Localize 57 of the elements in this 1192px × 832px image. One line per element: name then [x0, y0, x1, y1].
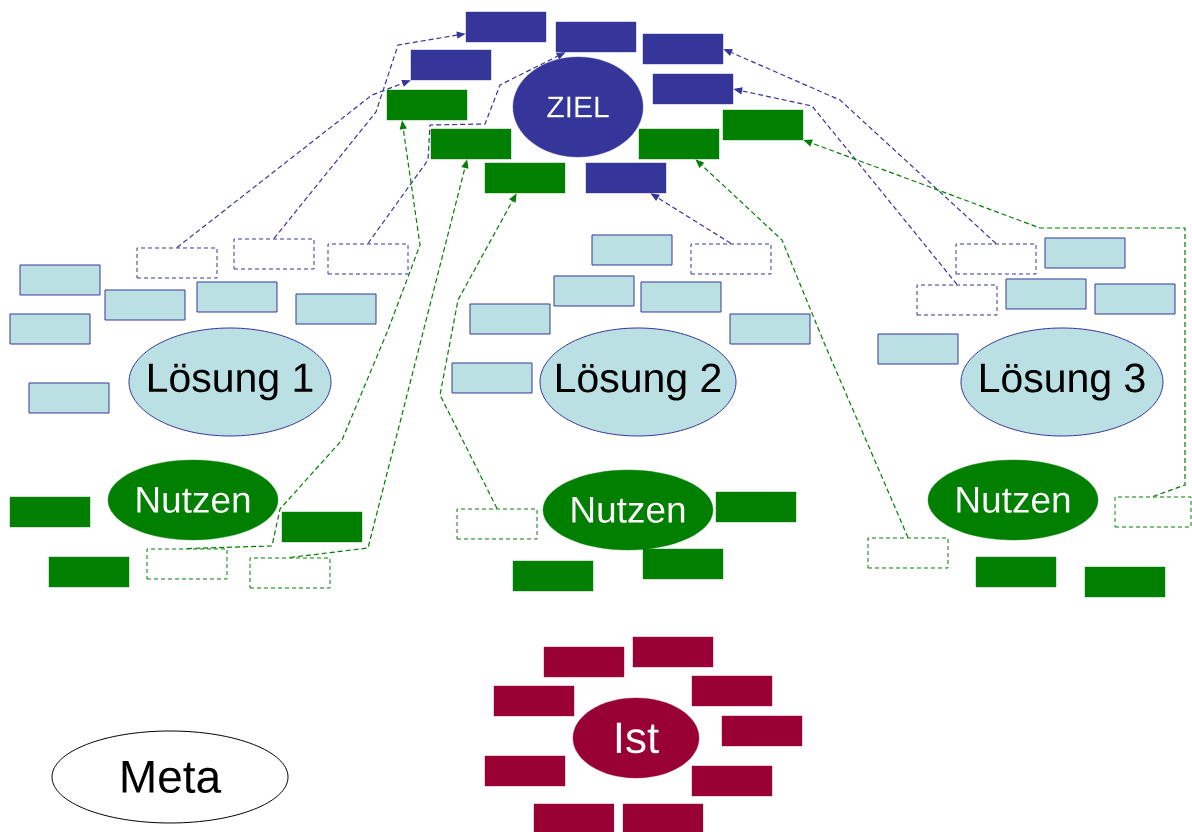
outlined-box — [1005, 278, 1087, 310]
filled-box — [555, 21, 637, 53]
dashed-box — [955, 243, 1037, 275]
outlined-box — [451, 362, 533, 394]
filled-box — [652, 73, 734, 105]
dashed-box — [690, 243, 772, 275]
filled-box — [975, 556, 1057, 588]
dashed-box — [249, 557, 331, 589]
outlined-box — [104, 289, 186, 321]
dashed-box — [456, 508, 538, 540]
outlined-box — [19, 264, 101, 296]
filled-box — [386, 89, 468, 121]
filled-box — [465, 11, 547, 43]
filled-box — [48, 556, 130, 588]
dashed-box — [1114, 496, 1192, 528]
arrow — [695, 159, 909, 539]
filled-box — [715, 491, 797, 523]
filled-box — [484, 755, 566, 787]
outlined-box — [469, 303, 551, 335]
outlined-box — [196, 281, 278, 313]
filled-box — [543, 646, 625, 678]
outlined-box — [1044, 237, 1126, 269]
filled-box — [493, 685, 575, 717]
filled-box — [642, 548, 724, 580]
outlined-box — [9, 313, 91, 345]
filled-box — [642, 33, 724, 65]
dashed-box — [146, 548, 228, 580]
filled-box — [622, 803, 704, 832]
filled-box — [1084, 566, 1166, 598]
filled-box — [691, 765, 773, 797]
filled-box — [410, 49, 492, 81]
filled-box — [430, 128, 512, 160]
filled-box — [722, 109, 804, 141]
filled-box — [512, 560, 594, 592]
dashed-box — [233, 238, 315, 270]
filled-box — [638, 128, 720, 160]
outlined-box — [729, 313, 811, 345]
outlined-box — [295, 293, 377, 325]
filled-box — [585, 162, 667, 194]
filled-box — [632, 636, 714, 668]
arrow — [176, 79, 411, 249]
outlined-box — [591, 234, 673, 266]
outlined-box — [28, 382, 110, 414]
filled-box — [281, 511, 363, 543]
outlined-box — [553, 275, 635, 307]
dashed-box — [916, 284, 998, 316]
filled-box — [721, 715, 803, 747]
dashed-box — [327, 243, 409, 275]
filled-box — [9, 496, 91, 528]
filled-box — [484, 162, 566, 194]
outlined-box — [877, 333, 959, 365]
filled-box — [533, 803, 615, 832]
outlined-box — [1094, 283, 1176, 315]
outlined-box — [640, 281, 722, 313]
dashed-box — [867, 537, 949, 569]
dashed-box — [136, 247, 218, 279]
filled-box — [691, 675, 773, 707]
